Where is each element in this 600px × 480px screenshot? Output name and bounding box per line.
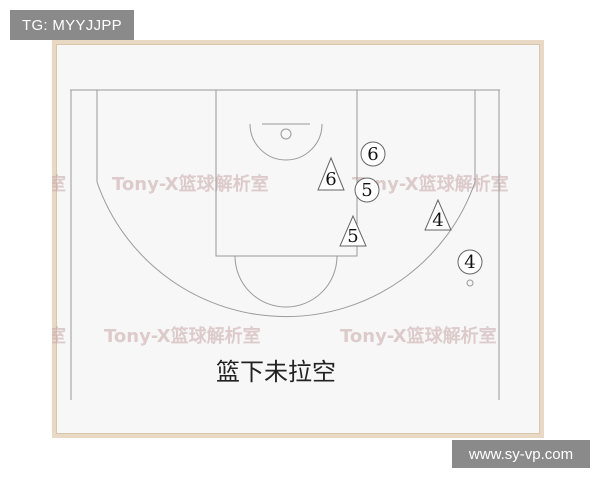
rim: [280, 128, 292, 140]
diagram-caption: 篮下未拉空: [216, 358, 336, 386]
watermark-text: Tony-X篮球解析室: [340, 325, 497, 347]
paint: [215, 89, 358, 257]
player-triangle: [424, 198, 452, 231]
player-number: 5: [361, 180, 372, 201]
defense-player-4: 4: [424, 198, 452, 231]
player-triangle: [339, 214, 367, 247]
player-triangle: [317, 156, 345, 191]
diagram-paper: [56, 44, 540, 434]
player-number: 6: [367, 144, 378, 165]
watermark-text: 析室: [52, 173, 66, 195]
three-point-arc: [96, 181, 476, 318]
player-number: 4: [432, 210, 443, 231]
defense-player-6: 6: [317, 156, 345, 191]
watermark-text: 析室: [52, 325, 66, 347]
court-lines: [70, 89, 500, 400]
tg-badge: TG: MYYJJPP: [10, 10, 134, 40]
site-badge: www.sy-vp.com: [452, 440, 590, 468]
court-diagram: Tony-X篮球解析室 Tony-X篮球解析室 Tony-X篮球解析室 Tony…: [52, 89, 509, 400]
player-circle: [457, 249, 483, 275]
watermark-text: Tony-X篮球解析室: [112, 173, 269, 195]
diagram-frame: [52, 40, 544, 438]
player-number: 4: [464, 252, 475, 273]
player-number: 5: [347, 226, 358, 247]
players: 6 6 5 5 4 4: [317, 141, 483, 287]
watermark-text: Tony-X篮球解析室: [104, 325, 261, 347]
player-number: 6: [325, 169, 336, 190]
offense-player-5: 5: [354, 177, 380, 203]
free-throw-circle: [234, 255, 338, 308]
watermarks: Tony-X篮球解析室 Tony-X篮球解析室 Tony-X篮球解析室 Tony…: [52, 173, 509, 347]
ball-icon: [466, 279, 474, 287]
watermark-text: Tony-X篮球解析室: [352, 173, 509, 195]
restricted-area: [249, 123, 323, 161]
defense-player-5: 5: [339, 214, 367, 247]
player-circle: [360, 141, 386, 167]
offense-player-4: 4: [457, 249, 483, 287]
player-circle: [354, 177, 380, 203]
offense-player-6: 6: [360, 141, 386, 167]
